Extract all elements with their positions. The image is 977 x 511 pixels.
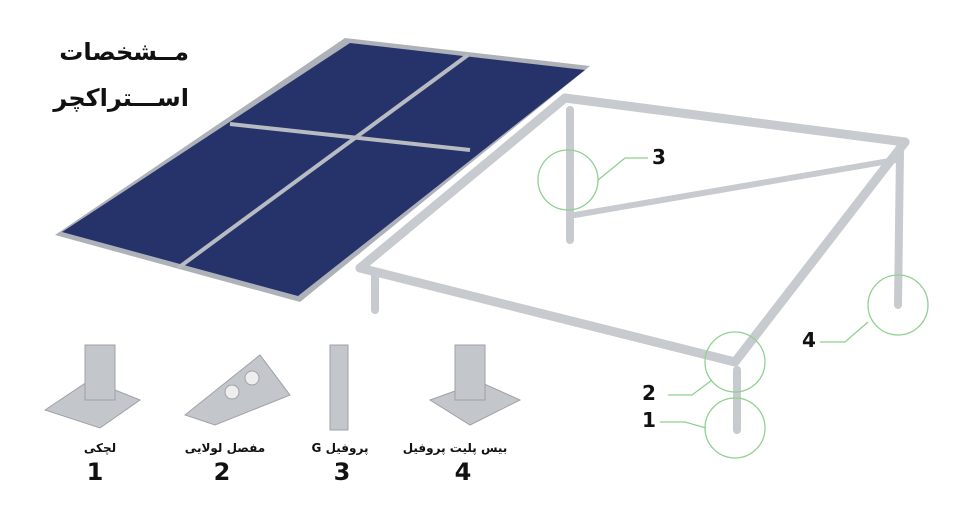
- callout-markers: [537, 149, 929, 459]
- callout-1: 1: [642, 408, 656, 432]
- callout-4: 4: [802, 328, 816, 352]
- part-number-3: 3: [333, 458, 351, 486]
- part-number-2: 2: [213, 458, 231, 486]
- solar-panel-array: [55, 38, 590, 302]
- part-label-1: لچکی: [83, 441, 117, 455]
- page-title-line2: اســـتراکچر: [53, 84, 189, 112]
- part-label-2: مفصل لولایی: [184, 441, 266, 455]
- part-label-3: پروفیل G: [311, 441, 369, 455]
- mounting-frame: [355, 93, 910, 434]
- callout-2: 2: [642, 381, 656, 405]
- part-number-4: 4: [454, 458, 472, 486]
- part-label-4: بیس پلیت پروفیل: [402, 441, 508, 455]
- callout-3: 3: [652, 145, 666, 169]
- page-title-line1: مــشخصات: [59, 38, 189, 66]
- part-thumbnails: [43, 344, 522, 431]
- part-number-1: 1: [86, 458, 104, 486]
